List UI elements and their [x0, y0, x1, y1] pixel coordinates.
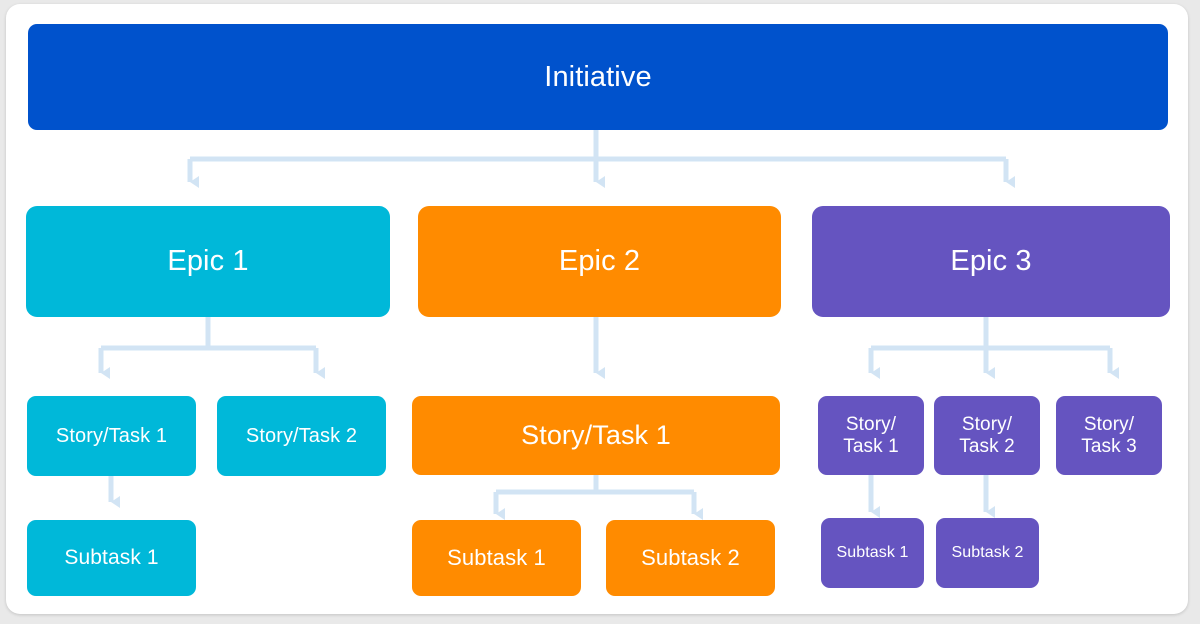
node-epic-3[interactable]: Epic 3 [812, 206, 1170, 317]
connector-epic2-story1-to-subtasks [493, 475, 703, 520]
node-epic1-story-task-1[interactable]: Story/Task 1 [27, 396, 196, 476]
node-epic1-subtask-1[interactable]: Subtask 1 [27, 520, 196, 596]
node-epic-1[interactable]: Epic 1 [26, 206, 390, 317]
connector-initiative-to-epics [187, 130, 1015, 188]
connector-epic3-to-stories [868, 317, 1119, 379]
node-epic2-story-task-1[interactable]: Story/Task 1 [412, 396, 780, 475]
node-epic3-story-task-3[interactable]: Story/ Task 3 [1056, 396, 1162, 475]
node-epic-2[interactable]: Epic 2 [418, 206, 781, 317]
diagram-stage: Initiative Epic 1 Epic 2 Epic 3 Story/Ta… [6, 4, 1188, 614]
node-epic1-story-task-2[interactable]: Story/Task 2 [217, 396, 386, 476]
diagram-card: Initiative Epic 1 Epic 2 Epic 3 Story/Ta… [6, 4, 1188, 614]
connector-layer [98, 130, 1119, 520]
node-epic3-subtask-1[interactable]: Subtask 1 [821, 518, 924, 588]
node-epic3-story-task-1[interactable]: Story/ Task 1 [818, 396, 924, 475]
node-epic3-story-task-2[interactable]: Story/ Task 2 [934, 396, 1040, 475]
node-initiative[interactable]: Initiative [28, 24, 1168, 130]
node-epic2-subtask-1[interactable]: Subtask 1 [412, 520, 581, 596]
node-epic2-subtask-2[interactable]: Subtask 2 [606, 520, 775, 596]
node-epic3-subtask-2[interactable]: Subtask 2 [936, 518, 1039, 588]
connector-epic1-to-stories [98, 317, 325, 379]
